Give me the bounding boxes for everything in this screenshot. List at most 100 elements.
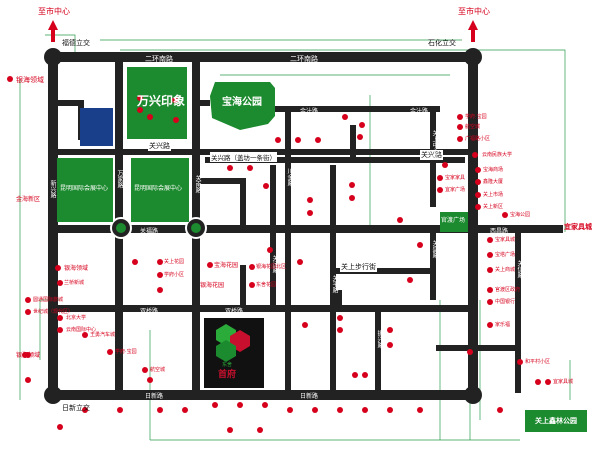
poi-pin — [357, 134, 363, 140]
poi-center-1: 宝海花园 — [214, 262, 239, 269]
poi-pin — [337, 315, 343, 321]
label-guanxing: 关兴路 — [148, 141, 171, 151]
label-guanshang-buxing: 关上步行街 — [340, 262, 377, 272]
label-expo-left: 昆明国际会展中心 — [60, 185, 109, 192]
label-project-main: 首府 — [218, 370, 237, 380]
poi-left-4: 圆通国际旅城 — [33, 297, 64, 303]
block-guandu — [440, 212, 468, 232]
poi-pin — [295, 137, 301, 143]
poi-left-10: 航空城 — [150, 367, 166, 373]
poi-pin — [417, 407, 423, 413]
poi-pin — [257, 427, 263, 433]
poi-pin — [337, 327, 343, 333]
poi-pin — [275, 137, 281, 143]
poi-right-12: 关上商城 — [495, 267, 516, 273]
label-baohai-park: 宝海公园 — [222, 97, 262, 108]
guide-line — [120, 49, 566, 232]
poi-pin — [349, 195, 355, 201]
road-right-ring — [468, 52, 478, 397]
poi-left-5: 世纪城（现代区） — [33, 309, 74, 315]
poi-right-8: 关上新区 — [483, 204, 504, 210]
road-center-short — [200, 100, 210, 106]
poi-pin — [147, 114, 153, 120]
road-short-vert — [350, 125, 356, 160]
poi-pin — [545, 379, 551, 385]
poi-pin — [55, 265, 61, 271]
poi-left-2: 金海新区 — [16, 196, 41, 203]
road-center-short2 — [200, 178, 240, 184]
poi-pin — [352, 372, 358, 378]
poi-right-10: 宝家具城 — [495, 237, 516, 243]
poi-pin — [207, 262, 213, 268]
interchange-rixin — [44, 386, 62, 404]
poi-right-6: 鑫隆大厦 — [483, 179, 504, 185]
road-guanfu — [58, 225, 563, 233]
poi-pin — [137, 107, 143, 113]
poi-left-7: 云南国际中心 — [66, 327, 97, 333]
road-ring2 — [48, 52, 478, 62]
label-guanxing-east: 关兴路 — [420, 150, 443, 160]
poi-left-12: 兰桥新城 — [64, 280, 85, 286]
interchange-left-center-dot — [116, 223, 126, 233]
poi-right-15: 家乐福 — [495, 322, 511, 328]
interchange-fuhai — [44, 48, 62, 66]
label-wanxing: 万兴印象 — [137, 94, 186, 108]
poi-left-3: 银海领域 — [64, 265, 89, 272]
label-right-far-vert: 关信路 — [516, 260, 523, 278]
poi-pin — [362, 407, 368, 413]
poi-pin — [487, 267, 493, 273]
road-guanxing-street — [205, 157, 465, 163]
poi-right-4: 云南民族大学 — [482, 152, 513, 158]
poi-pin — [57, 280, 63, 286]
poi-pin — [262, 402, 268, 408]
block-expo-left — [57, 158, 113, 222]
poi-pin — [487, 252, 493, 258]
poi-pin — [417, 242, 423, 248]
poi-pin — [82, 407, 88, 413]
poi-pin — [467, 349, 473, 355]
poi-pin — [457, 136, 463, 142]
label-vert4: 振兴路 — [376, 330, 383, 348]
road-center-short3 — [240, 265, 246, 305]
poi-pin — [247, 165, 253, 171]
poi-pin — [387, 407, 393, 413]
label-to-center-right: 至市中心 — [458, 7, 490, 16]
poi-pin — [487, 299, 493, 305]
green-blocks — [57, 67, 587, 432]
poi-pin — [407, 277, 413, 283]
label-xichang: 西昌路 — [490, 228, 509, 235]
poi-left-6: 北京大学 — [66, 315, 87, 321]
poi-pin — [315, 137, 321, 143]
poi-right-16: 和平村小区 — [525, 359, 551, 365]
poi-pin — [137, 95, 143, 101]
poi-right-7: 关上市场 — [483, 192, 504, 198]
road-center-short2-v — [240, 178, 246, 228]
poi-pin — [182, 407, 188, 413]
poi-pin — [227, 165, 233, 171]
label-right-vert1: 关上中心区 — [431, 130, 438, 160]
label-left-vert-road: 万家路 — [116, 170, 123, 188]
poi-center-3: 银海花园北区 — [256, 264, 287, 270]
poi-right-5: 宝海商场 — [483, 167, 504, 173]
poi-pin — [157, 287, 163, 293]
interchange-shiyuan — [464, 48, 482, 66]
poi-left-9: 学府·宝园 — [115, 349, 137, 355]
label-rixin-interchange: 日新立交 — [62, 404, 90, 412]
poi-pin — [227, 427, 233, 433]
arrows — [48, 20, 478, 42]
poi-pin — [157, 259, 163, 265]
road-vert3 — [270, 165, 276, 305]
label-fuhai-interchange: 福德立交 — [62, 39, 90, 47]
label-shiyuan-interchange: 石化立交 — [428, 39, 456, 47]
arrow-left — [48, 20, 58, 30]
poi-center-2: 银海花园 — [200, 282, 225, 289]
label-guanshang-park: 关上鑫林公园 — [535, 417, 577, 425]
arrow-right — [468, 20, 478, 30]
poi-pin — [475, 204, 481, 210]
poi-pin — [517, 359, 523, 365]
label-ring2-left: 二环南路 — [145, 55, 173, 63]
poi-pin — [487, 287, 493, 293]
poi-pins — [7, 76, 551, 433]
poi-pin — [397, 217, 403, 223]
